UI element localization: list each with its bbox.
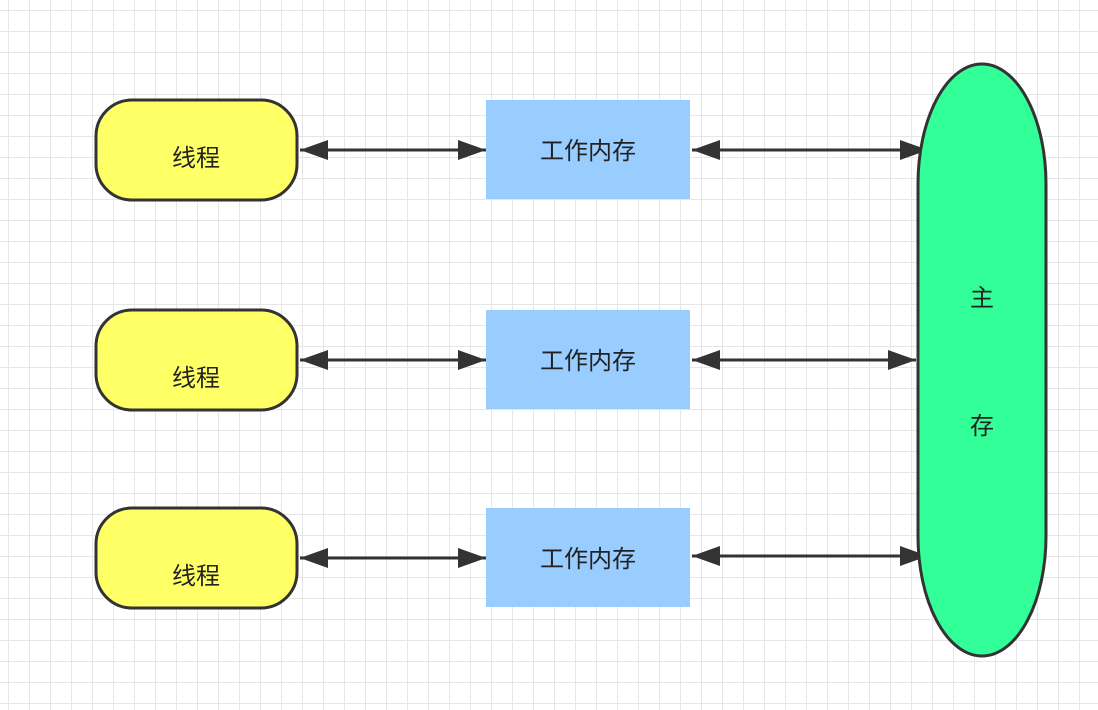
thread-node-3[interactable]	[94, 506, 299, 610]
main-memory-node[interactable]	[916, 62, 1048, 658]
work-memory-label-3: 工作内存	[540, 545, 636, 573]
thread-label-2: 线程	[172, 364, 220, 392]
arrowhead-right-3	[458, 350, 486, 370]
thread-node-2[interactable]	[94, 308, 299, 412]
arrowhead-left-5	[300, 548, 328, 568]
work-memory-node-1[interactable]	[486, 100, 690, 199]
thread-label-1: 线程	[172, 144, 220, 172]
main-memory-label-line1: 主	[970, 284, 994, 312]
arrowhead-left-3	[300, 350, 328, 370]
thread-label-3: 线程	[172, 562, 220, 590]
arrowhead-left-4	[692, 350, 720, 370]
work-memory-label-2: 工作内存	[540, 347, 636, 375]
arrowhead-left-6	[692, 546, 720, 566]
main-memory-label-line2: 存	[970, 412, 994, 440]
work-memory-node-2[interactable]	[486, 310, 690, 409]
arrowhead-right-5	[458, 548, 486, 568]
thread-node-1[interactable]	[94, 98, 299, 202]
arrowhead-right-4	[888, 350, 916, 370]
work-memory-node-3[interactable]	[486, 508, 690, 607]
arrowhead-left-2	[692, 140, 720, 160]
arrowhead-right-1	[458, 140, 486, 160]
arrowhead-right-2	[900, 140, 928, 160]
arrowhead-right-6	[900, 546, 928, 566]
work-memory-label-1: 工作内存	[540, 137, 636, 165]
arrowhead-left-1	[300, 140, 328, 160]
